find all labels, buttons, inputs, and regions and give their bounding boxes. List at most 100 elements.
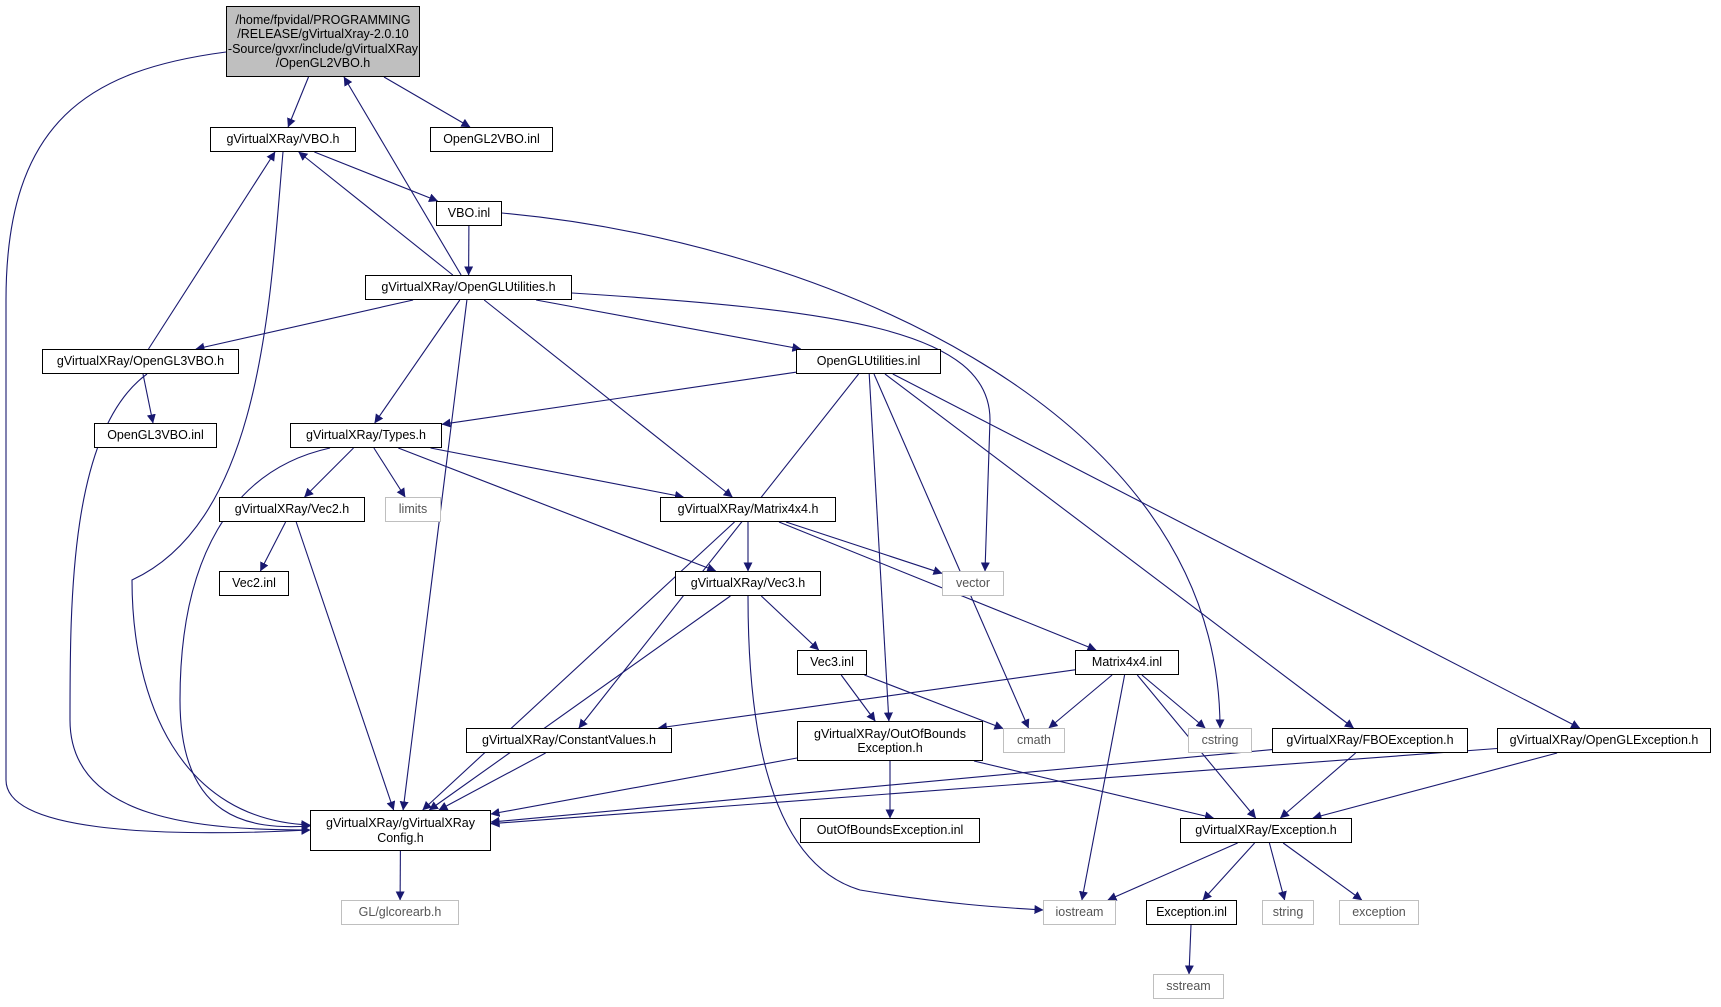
node-label: sstream bbox=[1166, 979, 1211, 994]
node-label: gVirtualXRay/Types.h bbox=[306, 428, 426, 443]
node-vec3-inl[interactable]: Vec3.inl bbox=[797, 650, 867, 675]
edge-root-to-config_h bbox=[5, 51, 311, 835]
edge-exception_h-to-exception bbox=[1282, 842, 1363, 901]
node-exception-inl[interactable]: Exception.inl bbox=[1146, 900, 1237, 925]
node-glcorearb: GL/glcorearb.h bbox=[341, 900, 459, 925]
node-matrix4x4-h[interactable]: gVirtualXRay/Matrix4x4.h bbox=[660, 497, 836, 522]
edge-openglutilities_h-to-openglutilities_inl bbox=[535, 299, 802, 352]
node-label: gVirtualXRay/ConstantValues.h bbox=[482, 733, 656, 748]
edge-fboexception_h-to-config_h bbox=[490, 749, 1273, 826]
edge-types_h-to-limits bbox=[373, 447, 406, 498]
node-vector: vector bbox=[942, 571, 1004, 596]
edge-matrix4x4_h-to-matrix4x4_inl bbox=[778, 521, 1097, 651]
edge-matrix4x4_inl-to-cmath bbox=[1048, 674, 1113, 729]
edge-openglutilities_h-to-types_h bbox=[374, 299, 461, 424]
node-outofbounds-inl[interactable]: OutOfBoundsException.inl bbox=[800, 818, 980, 843]
node-label: iostream bbox=[1055, 905, 1104, 920]
edge-opengl3vbo_h-to-vbo_h bbox=[148, 151, 276, 350]
node-outofbounds-h[interactable]: gVirtualXRay/OutOfBounds Exception.h bbox=[797, 721, 983, 761]
node-label: limits bbox=[398, 502, 428, 517]
node-label: gVirtualXRay/Exception.h bbox=[1195, 823, 1337, 838]
node-string: string bbox=[1262, 900, 1314, 925]
edge-vec3_h-to-iostream bbox=[747, 595, 1044, 914]
edge-openglutilities_h-to-vector bbox=[571, 292, 991, 572]
node-label: gVirtualXRay/OutOfBounds Exception.h bbox=[814, 726, 966, 755]
node-label: gVirtualXRay/Vec2.h bbox=[234, 502, 350, 517]
node-label: gVirtualXRay/OpenGLException.h bbox=[1509, 733, 1699, 748]
edge-types_h-to-vec2_h bbox=[304, 447, 354, 498]
edge-openglutilities_h-to-config_h bbox=[399, 299, 468, 811]
node-config-h[interactable]: gVirtualXRay/gVirtualXRay Config.h bbox=[310, 810, 491, 851]
node-label: gVirtualXRay/OpenGL3VBO.h bbox=[56, 354, 225, 369]
node-opengl3vbo-inl[interactable]: OpenGL3VBO.inl bbox=[94, 423, 217, 448]
node-limits: limits bbox=[385, 497, 441, 522]
edge-vec2_h-to-vec2_inl bbox=[259, 521, 287, 572]
edge-vbo_inl-to-cstring bbox=[501, 212, 1225, 729]
edge-matrix4x4_h-to-vector bbox=[785, 521, 943, 575]
edge-root-to-opengl2vbo_inl bbox=[383, 76, 471, 128]
node-label: OpenGL3VBO.inl bbox=[107, 428, 204, 443]
node-label: gVirtualXRay/Matrix4x4.h bbox=[677, 502, 819, 517]
node-opengl2vbo-inl[interactable]: OpenGL2VBO.inl bbox=[430, 127, 553, 152]
edge-openglexception_h-to-config_h bbox=[490, 747, 1498, 828]
edge-matrix4x4_inl-to-cstring bbox=[1141, 674, 1206, 729]
edge-openglutilities_inl-to-openglexception_h bbox=[892, 373, 1581, 729]
node-vec3-h[interactable]: gVirtualXRay/Vec3.h bbox=[675, 571, 821, 596]
node-exception: exception bbox=[1339, 900, 1419, 925]
edge-exception_h-to-exception_inl bbox=[1202, 842, 1256, 901]
edge-root-to-vbo_h bbox=[287, 76, 310, 128]
node-types-h[interactable]: gVirtualXRay/Types.h bbox=[290, 423, 442, 448]
edge-matrix4x4_inl-to-constantvalues_h bbox=[657, 669, 1076, 732]
edge-vec3_h-to-vec3_inl bbox=[760, 595, 820, 651]
edge-openglutilities_inl-to-outofbounds_h bbox=[868, 373, 893, 722]
node-sstream: sstream bbox=[1153, 974, 1224, 999]
node-label: GL/glcorearb.h bbox=[358, 905, 442, 920]
edge-vbo_h-to-vbo_inl bbox=[314, 151, 439, 203]
edge-types_h-to-vec3_h bbox=[398, 447, 717, 573]
edge-vec2_h-to-config_h bbox=[295, 521, 396, 811]
edge-exception_h-to-iostream bbox=[1107, 842, 1238, 901]
node-label: OpenGL2VBO.inl bbox=[443, 132, 540, 147]
edge-types_h-to-config_h bbox=[179, 447, 331, 832]
node-matrix4x4-inl[interactable]: Matrix4x4.inl bbox=[1075, 650, 1179, 675]
edge-openglexception_h-to-exception_h bbox=[1312, 752, 1558, 821]
node-openglexception-h[interactable]: gVirtualXRay/OpenGLException.h bbox=[1497, 728, 1711, 753]
node-label: vector bbox=[955, 576, 991, 591]
edge-exception_inl-to-sstream bbox=[1184, 924, 1194, 975]
node-label: Matrix4x4.inl bbox=[1091, 655, 1163, 670]
edge-openglutilities_inl-to-constantvalues_h bbox=[578, 373, 860, 729]
node-constantvalues-h[interactable]: gVirtualXRay/ConstantValues.h bbox=[466, 728, 672, 753]
edge-openglutilities_h-to-opengl3vbo_h bbox=[195, 299, 414, 352]
node-cmath: cmath bbox=[1003, 728, 1065, 753]
node-exception-h[interactable]: gVirtualXRay/Exception.h bbox=[1180, 818, 1352, 843]
node-label: OutOfBoundsException.inl bbox=[816, 823, 964, 838]
node-openglutilities-inl[interactable]: OpenGLUtilities.inl bbox=[796, 349, 941, 374]
node-label: Exception.inl bbox=[1156, 905, 1227, 920]
edge-vec3_h-to-config_h bbox=[428, 595, 731, 811]
edge-opengl3vbo_h-to-opengl3vbo_inl bbox=[142, 373, 156, 424]
node-openglutilities-h[interactable]: gVirtualXRay/OpenGLUtilities.h bbox=[365, 275, 572, 300]
node-root[interactable]: /home/fpvidal/PROGRAMMING /RELEASE/gVirt… bbox=[226, 6, 420, 77]
node-label: string bbox=[1272, 905, 1304, 920]
node-label: gVirtualXRay/VBO.h bbox=[226, 132, 340, 147]
node-label: VBO.inl bbox=[447, 206, 491, 221]
node-label: cmath bbox=[1016, 733, 1052, 748]
edge-vec3_inl-to-outofbounds_h bbox=[840, 674, 876, 722]
edge-vbo_h-to-config_h bbox=[131, 151, 311, 830]
edge-types_h-to-matrix4x4_h bbox=[430, 447, 684, 500]
node-fboexception-h[interactable]: gVirtualXRay/FBOException.h bbox=[1272, 728, 1468, 753]
node-label: OpenGLUtilities.inl bbox=[816, 354, 921, 369]
node-vec2-h[interactable]: gVirtualXRay/Vec2.h bbox=[219, 497, 365, 522]
node-vbo-h[interactable]: gVirtualXRay/VBO.h bbox=[210, 127, 356, 152]
node-label: /home/fpvidal/PROGRAMMING /RELEASE/gVirt… bbox=[227, 12, 419, 70]
node-label: gVirtualXRay/FBOException.h bbox=[1286, 733, 1454, 748]
node-vec2-inl[interactable]: Vec2.inl bbox=[219, 571, 289, 596]
edge-matrix4x4_inl-to-iostream bbox=[1079, 674, 1126, 901]
node-vbo-inl[interactable]: VBO.inl bbox=[436, 201, 502, 226]
edge-openglutilities_h-to-matrix4x4_h bbox=[483, 299, 733, 498]
edge-openglutilities_h-to-vbo_h bbox=[298, 151, 454, 276]
edge-exception_h-to-string bbox=[1268, 842, 1287, 901]
node-opengl3vbo-h[interactable]: gVirtualXRay/OpenGL3VBO.h bbox=[42, 349, 239, 374]
node-label: Vec3.inl bbox=[810, 655, 854, 670]
